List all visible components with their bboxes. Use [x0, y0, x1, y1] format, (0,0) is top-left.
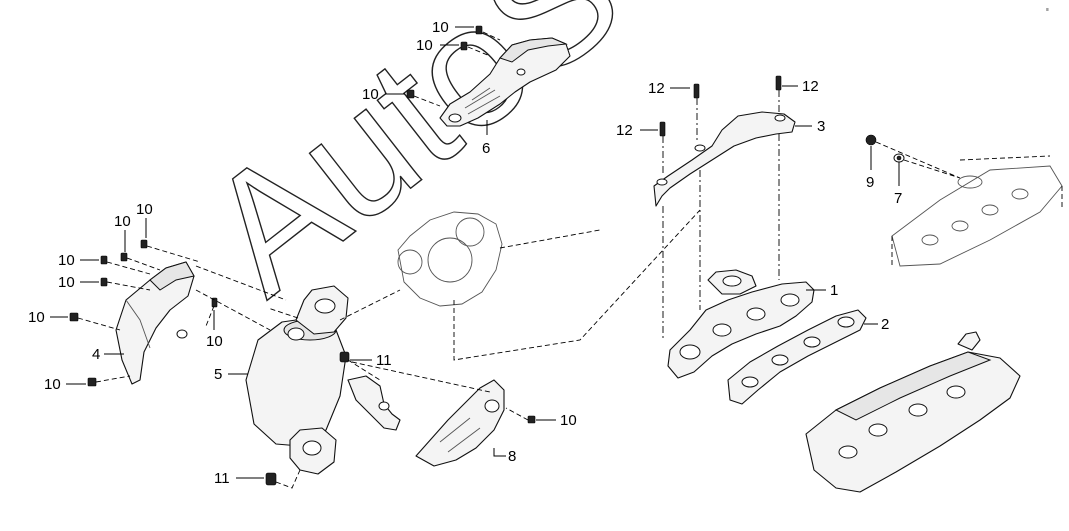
- cylinder-head: [805, 331, 1021, 493]
- corner-mark: ≡: [1046, 7, 1049, 13]
- bolt-12-c: [659, 121, 666, 137]
- bolt-10-e: [120, 252, 128, 262]
- heat-shield-8: [415, 379, 505, 467]
- bolt-12-a: [693, 83, 700, 99]
- callout-5: 5: [214, 366, 222, 383]
- callout-10-e: 10: [114, 213, 131, 230]
- bolt-10-h: [69, 312, 79, 322]
- leader-lines: [50, 26, 900, 479]
- callout-3: 3: [817, 118, 825, 135]
- callout-10-k: 10: [560, 412, 577, 429]
- callout-10-d: 10: [136, 201, 153, 218]
- turbocharger-ghost: [397, 209, 701, 361]
- bolt-10-a: [475, 25, 483, 35]
- callout-12-b: 12: [802, 78, 819, 95]
- bolt-10-k: [527, 415, 536, 424]
- callout-12-c: 12: [616, 122, 633, 139]
- callout-9: 9: [866, 174, 874, 191]
- callout-8: 8: [508, 448, 516, 465]
- callout-1: 1: [830, 282, 838, 299]
- bolt-10-f: [100, 255, 108, 265]
- callout-11-b: 11: [214, 470, 230, 487]
- callout-10-f: 10: [58, 252, 75, 269]
- bolt-11-b: [265, 472, 277, 486]
- manifold-gasket-2: [727, 309, 867, 405]
- heat-shield-6: [439, 37, 571, 127]
- bracket-3: [653, 111, 796, 207]
- callout-2: 2: [881, 316, 889, 333]
- bolt-10-j: [211, 297, 218, 308]
- callout-7: 7: [894, 190, 902, 207]
- callout-12-a: 12: [648, 80, 665, 97]
- callout-6: 6: [482, 140, 490, 157]
- ghost-manifold: [891, 155, 1063, 267]
- bolt-10-b: [460, 41, 468, 51]
- washer-7: [893, 153, 905, 163]
- bolt-10-d: [140, 239, 148, 249]
- callout-labels: 10 10 10 6 12 12 12 3 9 7 10 10 10 10 10…: [28, 19, 902, 487]
- callout-10-i: 10: [44, 376, 61, 393]
- bolt-10-g: [100, 277, 108, 287]
- bolt-12-b: [775, 75, 782, 91]
- callout-10-j: 10: [206, 333, 223, 350]
- exhaust-manifold-1: [667, 269, 815, 379]
- callout-4: 4: [92, 346, 100, 363]
- callout-10-g: 10: [58, 274, 75, 291]
- callout-10-h: 10: [28, 309, 45, 326]
- bolt-10-c: [406, 89, 415, 99]
- bolt-10-i: [87, 377, 97, 387]
- heat-shield-4: [115, 261, 195, 385]
- callout-10-b: 10: [416, 37, 433, 54]
- callout-11-a: 11: [376, 352, 392, 369]
- callout-10-a: 10: [432, 19, 449, 36]
- catalytic-converter-5: [245, 285, 401, 475]
- callout-10-c: 10: [362, 86, 379, 103]
- nut-9: [865, 134, 877, 146]
- bolt-11-a: [339, 351, 350, 363]
